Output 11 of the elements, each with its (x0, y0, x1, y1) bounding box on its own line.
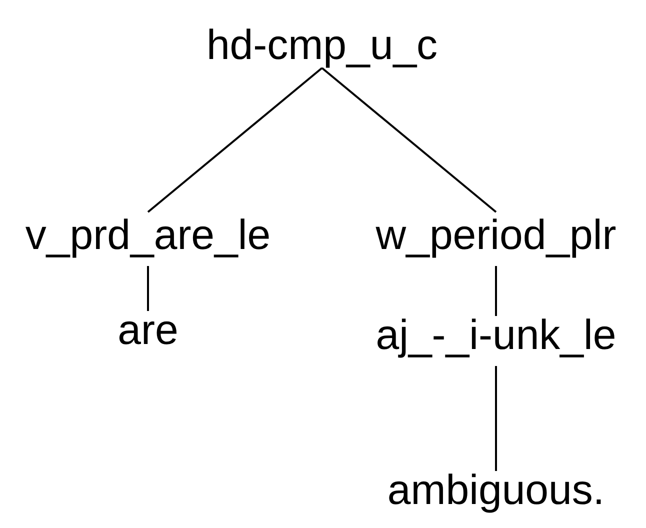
tree-node-label: w_period_plr (376, 210, 616, 260)
tree-branch-line (495, 366, 497, 471)
tree-branch-line (321, 67, 497, 213)
tree-node-label: v_prd_are_le (25, 210, 271, 260)
tree-node-label: aj_-_i-unk_le (376, 310, 616, 360)
tree-branch-line (147, 67, 323, 213)
tree-node-label: are (118, 305, 178, 355)
tree-node-label: hd-cmp_u_c (206, 20, 438, 70)
tree-branch-line (147, 266, 149, 311)
tree-node-label: ambiguous. (387, 465, 605, 515)
tree-branch-line (495, 266, 497, 316)
